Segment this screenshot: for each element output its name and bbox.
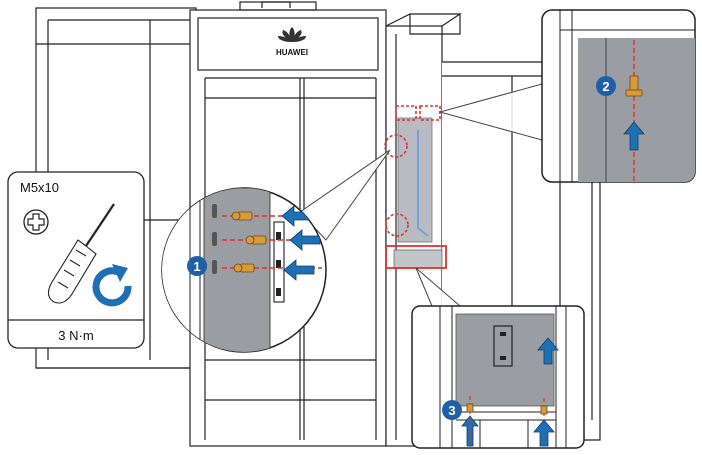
brand-name: HUAWEI bbox=[276, 48, 308, 57]
rotation-arrow-icon bbox=[92, 264, 132, 307]
phillips-head-icon bbox=[23, 209, 49, 235]
brand-logo: HUAWEI bbox=[276, 27, 308, 57]
svg-text:2: 2 bbox=[602, 79, 609, 94]
screw-spec-label: M5x10 bbox=[20, 180, 59, 195]
svg-text:1: 1 bbox=[193, 259, 200, 274]
step-1-badge: 1 bbox=[187, 256, 207, 276]
leader-lines bbox=[299, 83, 543, 307]
tool-card: M5x10 3 N·m bbox=[7, 171, 145, 349]
step-3-badge: 3 bbox=[442, 400, 462, 420]
svg-text:3: 3 bbox=[448, 403, 455, 418]
detail-panel-step-2: 2 bbox=[541, 9, 696, 183]
screwdriver-icon bbox=[47, 203, 115, 304]
detail-panel-step-3: 3 bbox=[411, 305, 585, 449]
detail-magnifier-step-1: 1 bbox=[161, 187, 327, 353]
torque-label: 3 N·m bbox=[58, 328, 93, 343]
step-2-badge: 2 bbox=[596, 76, 616, 96]
